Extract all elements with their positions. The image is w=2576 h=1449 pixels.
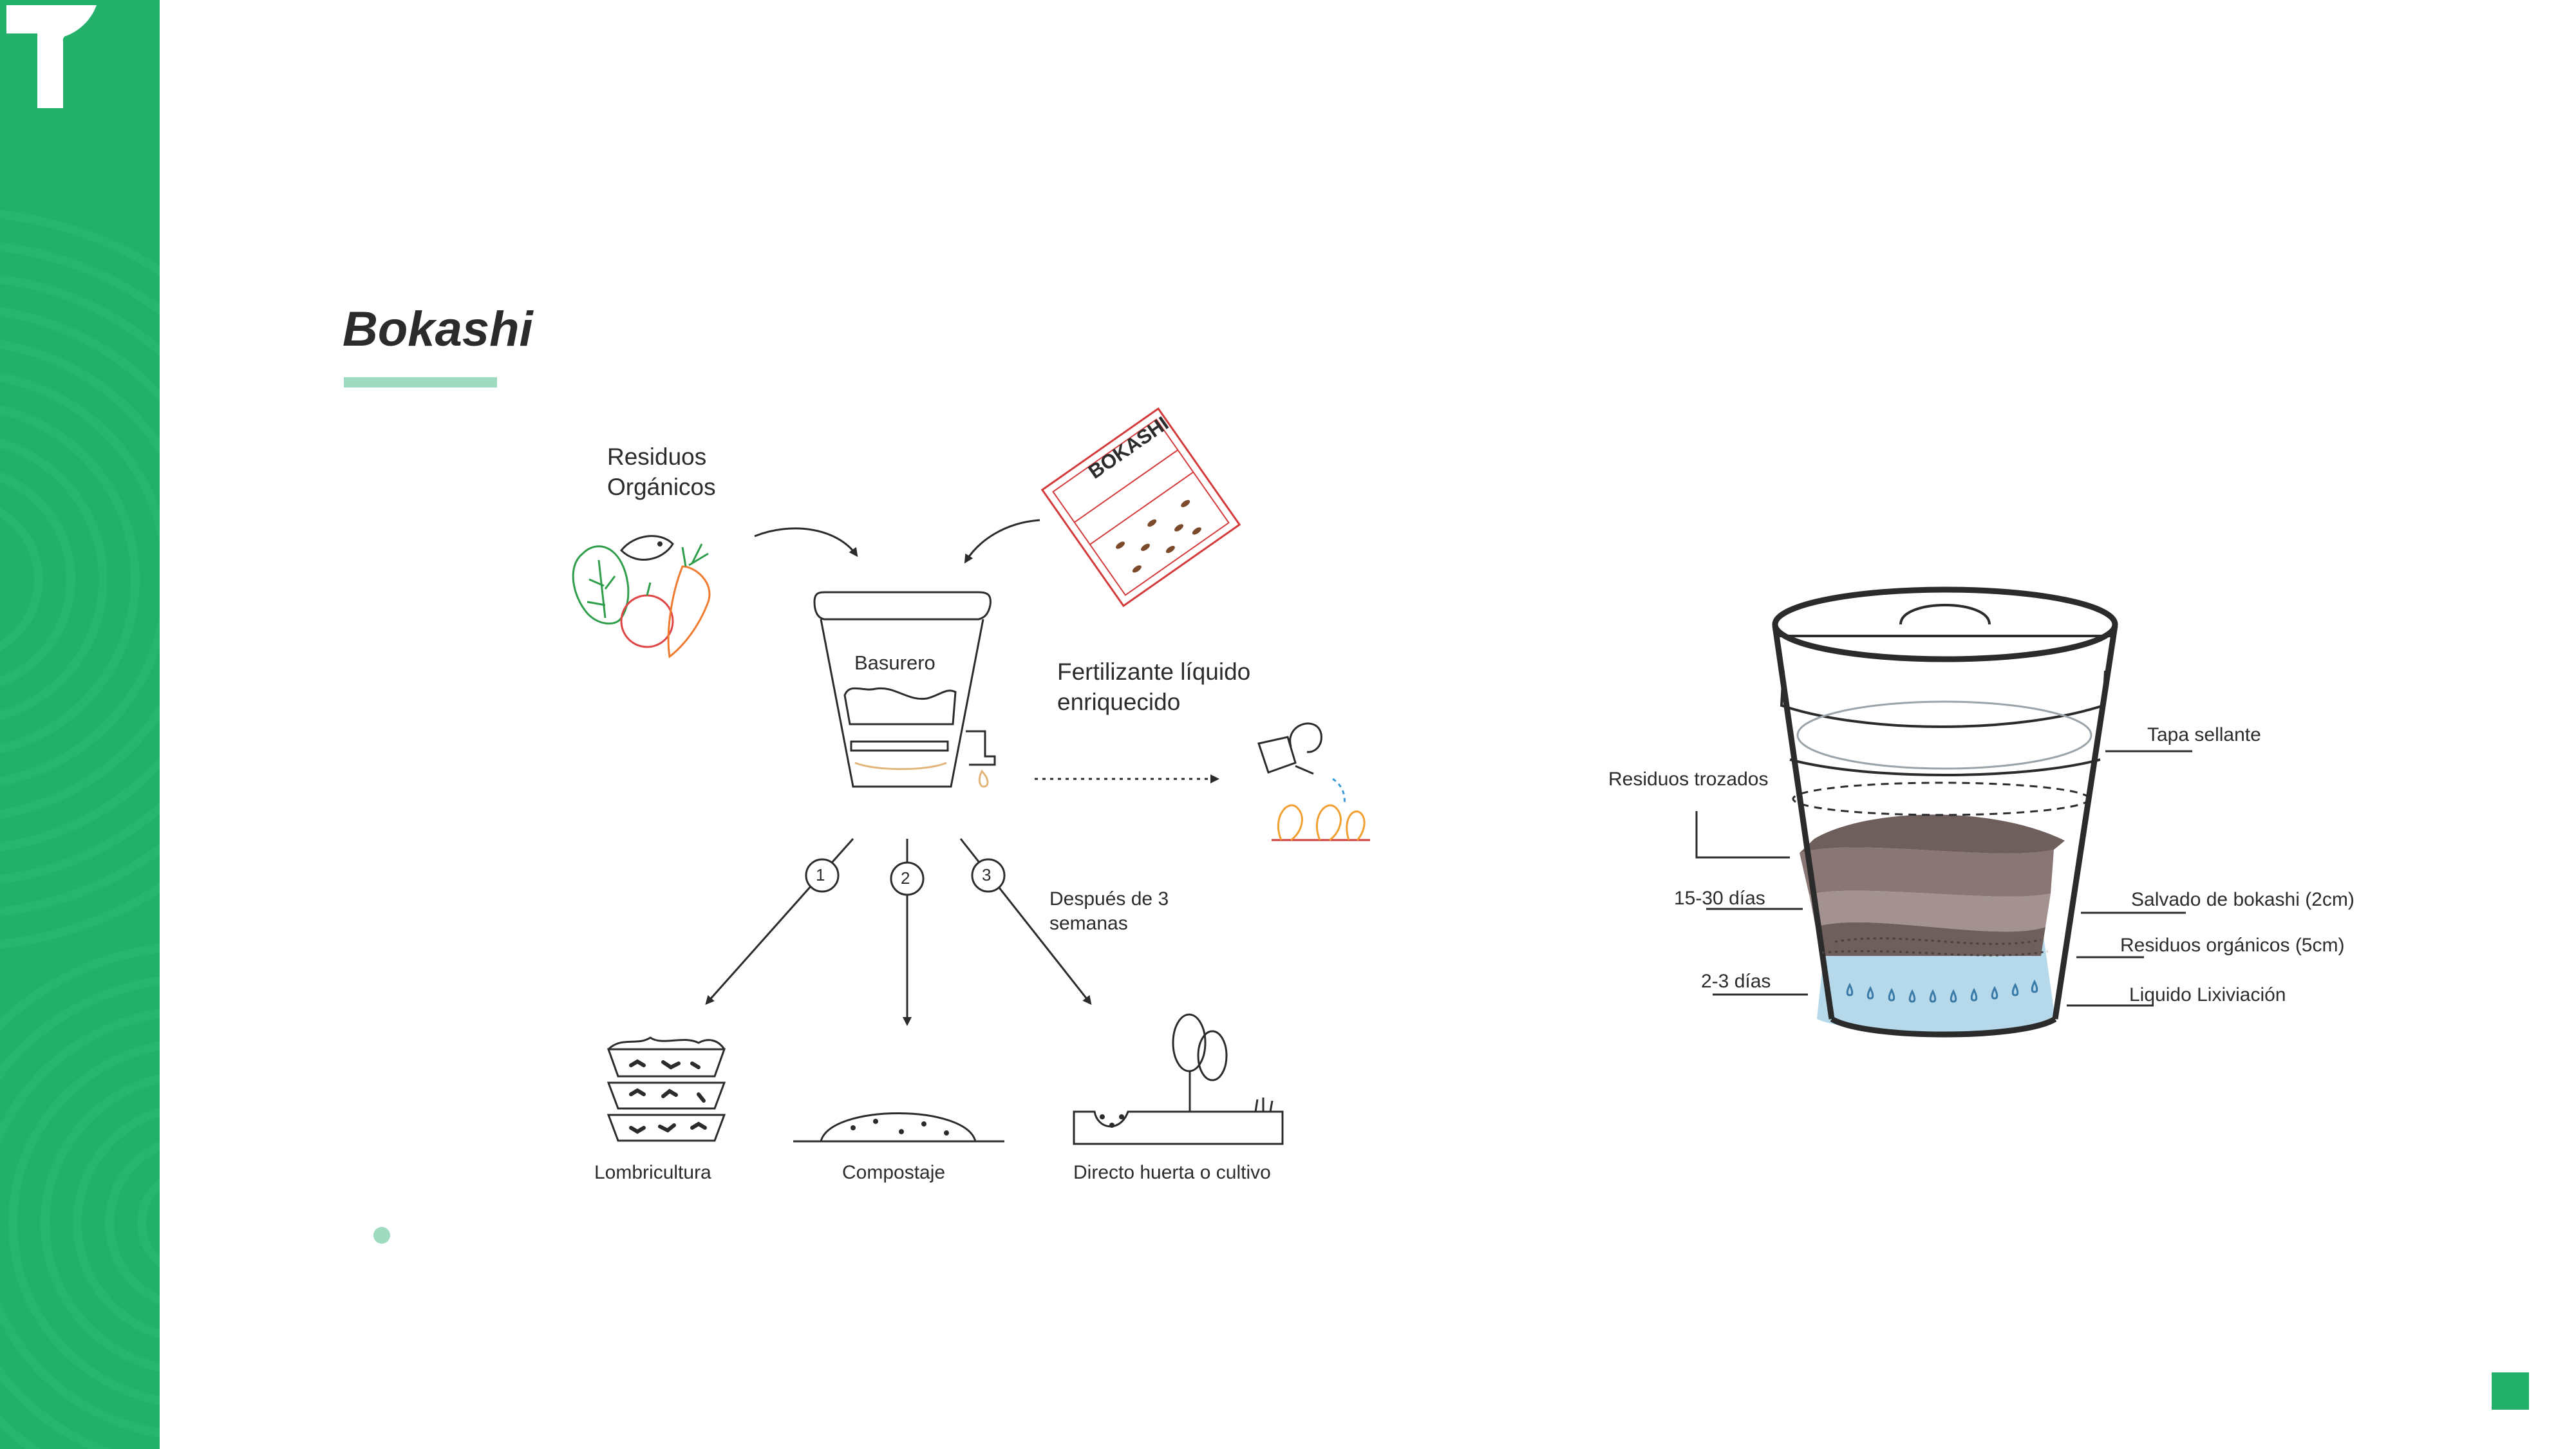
step-2-badge — [890, 861, 925, 896]
compost-mound-icon — [793, 1112, 1004, 1143]
t-leaf-logo-icon — [6, 5, 97, 108]
outcome-huerta: Directo huerta o cultivo — [1073, 1162, 1271, 1183]
sidebar — [0, 0, 160, 1449]
outcome-lombricultura: Lombricultura — [594, 1162, 711, 1183]
label-tapa-sellante: Tapa sellante — [2147, 724, 2261, 745]
watering-can-icon — [1257, 722, 1370, 841]
garden-tree-icon — [1073, 1013, 1284, 1145]
label-residuos-organicos: Residuos orgánicos (5cm) — [2120, 935, 2345, 956]
step-3-badge — [971, 858, 1006, 893]
title-underline — [344, 377, 497, 388]
bin-label: Basurero — [854, 651, 935, 674]
step-1-number: 1 — [816, 865, 825, 884]
worm-trays-icon — [606, 1036, 726, 1142]
bokashi-bag-icon — [1040, 407, 1241, 608]
step-3-number: 3 — [982, 865, 992, 884]
vegetables-icon — [572, 535, 711, 659]
label-15-30-dias: 15-30 días — [1674, 888, 1765, 909]
label-residuos-trozados: Residuos trozados — [1608, 769, 1769, 790]
step-1-badge — [805, 858, 840, 893]
label-2-3-dias: 2-3 días — [1701, 971, 1771, 992]
label-liquido-lixiviacion: Liquido Lixiviación — [2129, 984, 2286, 1005]
after-three-weeks-label: Después de 3 semanas — [1049, 888, 1169, 934]
bokashi-bucket-icon — [1772, 586, 2118, 1038]
label-salvado-bokashi: Salvado de bokashi (2cm) — [2131, 889, 2355, 910]
bin-icon — [813, 591, 996, 788]
liquid-fertilizer-label: Fertilizante líquido enriquecido — [1057, 659, 1251, 715]
step-2-number: 2 — [901, 868, 910, 888]
bucket-leader-lines — [1695, 750, 2192, 1007]
page-title: Bokashi — [343, 302, 533, 357]
sidebar-pattern — [0, 210, 160, 1449]
outcome-compostaje: Compostaje — [842, 1162, 946, 1183]
decorative-dot — [373, 1227, 390, 1244]
corner-square — [2492, 1372, 2529, 1410]
organic-waste-label: Residuos Orgánicos — [607, 444, 716, 500]
